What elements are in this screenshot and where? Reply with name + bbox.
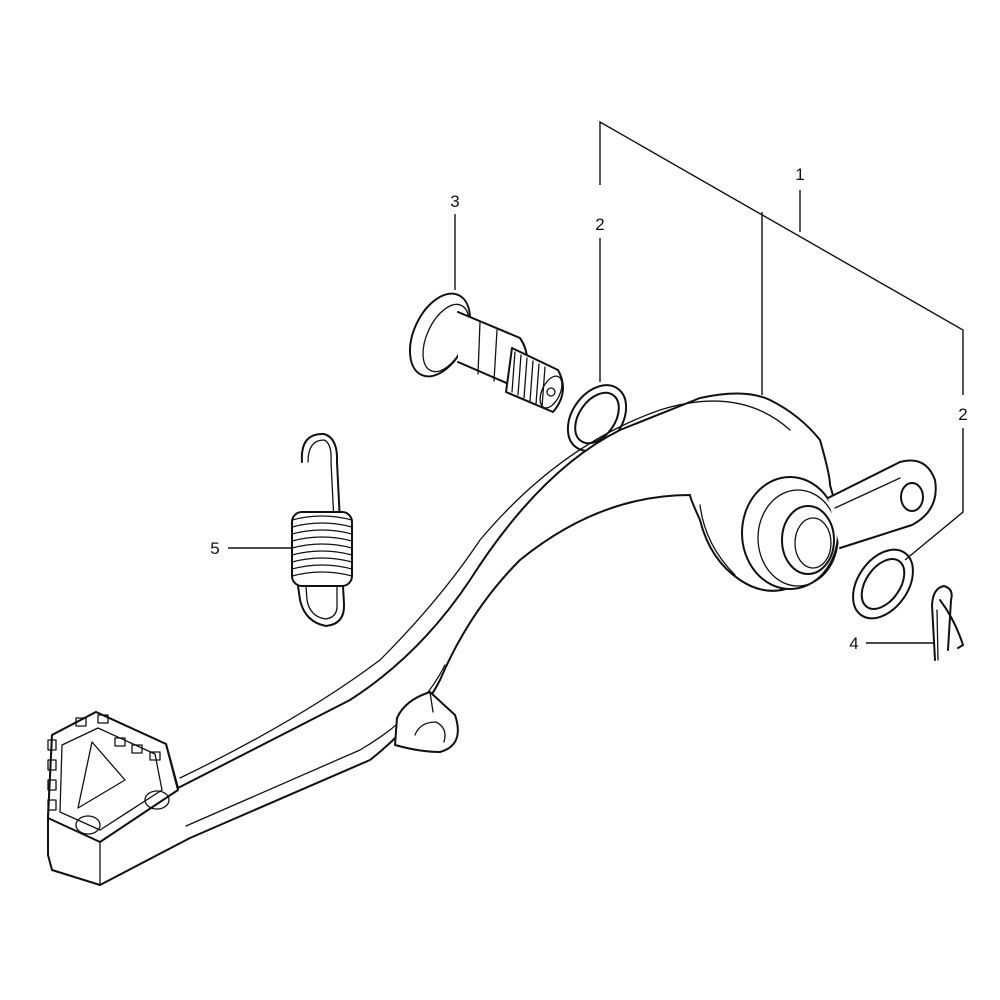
callout-2-right: 2: [958, 405, 967, 424]
callout-1: 1: [795, 165, 804, 184]
callout-4: 4: [849, 634, 858, 653]
leader-bracket-1: [599, 120, 964, 395]
callout-2-left: 2: [595, 215, 604, 234]
leader-2-right: [904, 428, 964, 561]
brake-pedal-lever: [47, 392, 937, 886]
callout-5: 5: [210, 539, 219, 558]
callout-3: 3: [450, 192, 459, 211]
callout-labels: 1 2 2 3 4 5: [210, 165, 967, 653]
leader-lines: [228, 120, 964, 644]
return-spring: [291, 432, 353, 627]
pivot-bolt: [408, 292, 564, 413]
washer-right: [852, 548, 914, 620]
cotter-pin: [931, 585, 964, 661]
